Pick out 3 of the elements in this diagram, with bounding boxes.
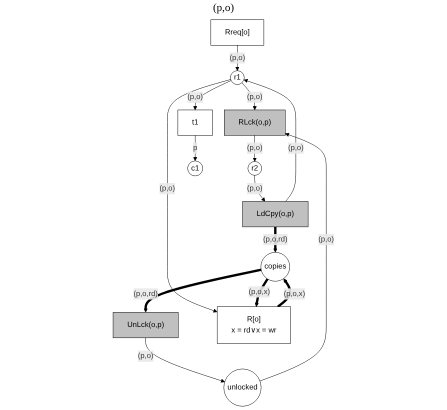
- arrow: [254, 278, 269, 307]
- arc-label: (p,o): [212, 2, 234, 14]
- arrow: [144, 268, 262, 313]
